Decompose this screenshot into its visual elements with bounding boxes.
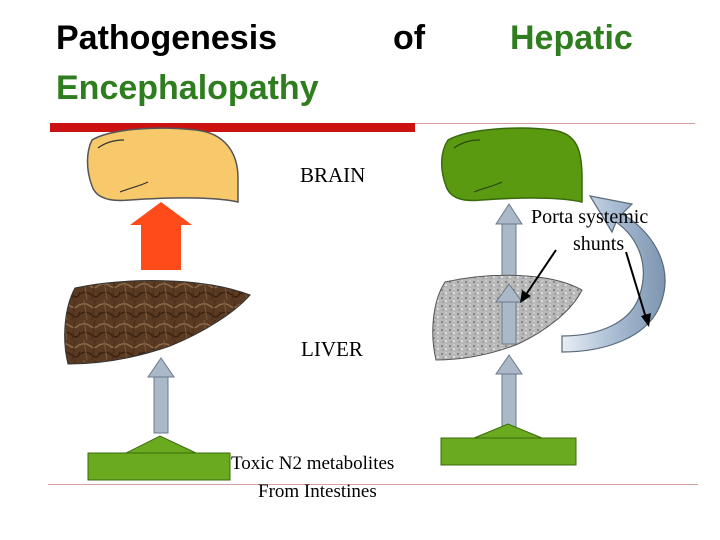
top-divider-line <box>415 123 695 124</box>
portosystemic-shunt-arrow <box>561 195 666 353</box>
pointer-arrow-to-shunt-curve <box>625 251 651 327</box>
shunt-label-line2: shunts <box>573 233 625 255</box>
arrow-liver-to-brain <box>130 202 192 270</box>
toxic-label-line2: From Intestines <box>258 481 377 502</box>
arrow-liver-to-brain-right <box>495 203 523 278</box>
brain-affected <box>441 127 583 203</box>
shunt-label-line1: Porta systemic <box>531 206 649 228</box>
pointer-arrow-to-shunt-vessel <box>520 249 557 303</box>
toxic-label-line1: Toxic N2 metabolites <box>231 453 395 474</box>
arrow-shunt-through-liver <box>495 283 523 345</box>
liver-normal <box>64 280 251 365</box>
brain-label: BRAIN <box>300 163 366 187</box>
intestine-block-left <box>87 435 231 481</box>
title-underline-bar <box>50 123 415 132</box>
arrow-intestine-to-liver-left <box>147 357 175 434</box>
intestine-block-right <box>440 423 577 466</box>
liver-label: LIVER <box>301 337 363 361</box>
brain-normal <box>86 127 239 203</box>
title-word-encephalopathy: Encephalopathy <box>56 69 319 107</box>
title-word-pathogenesis: Pathogenesis <box>56 19 278 57</box>
arrow-intestine-to-liver-right <box>495 354 523 429</box>
title-word-of: of <box>393 19 426 57</box>
bottom-divider-line <box>48 484 698 485</box>
title-word-hepatic: Hepatic <box>510 19 633 57</box>
